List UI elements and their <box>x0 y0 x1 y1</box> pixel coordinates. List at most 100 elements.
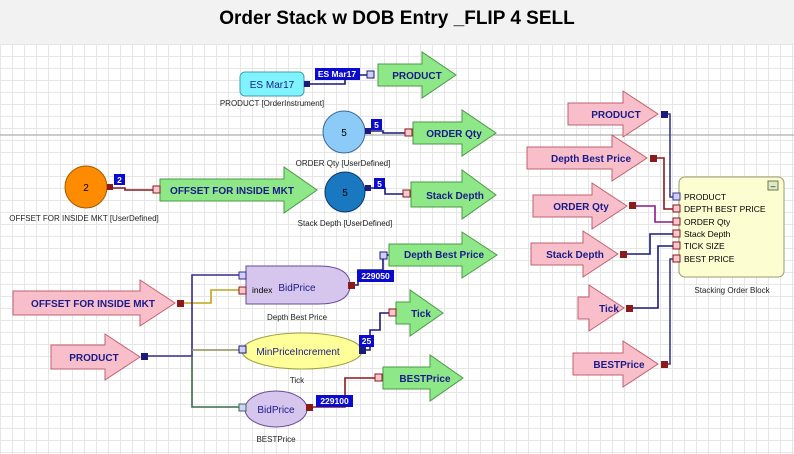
green-arrow-order-qty[interactable]: ORDER Qty <box>412 109 497 157</box>
wire-product-bidprice <box>145 274 242 357</box>
port-order-qty-out[interactable] <box>365 128 371 134</box>
badge-order-qty-text: 5 <box>374 120 379 130</box>
badge-stack-depth <box>374 178 385 189</box>
node-offset[interactable]: 2 OFFSET FOR INSIDE MKT [UserDefined] 2 <box>9 165 161 223</box>
port-product-instrument-out[interactable] <box>304 81 310 87</box>
block-port-label-product: PRODUCT <box>684 192 726 202</box>
green-arrow-tick[interactable]: Tick <box>395 289 444 337</box>
green-arrow-order-qty-label: ORDER Qty <box>426 129 482 140</box>
badge-bidprice-depth-text: 229050 <box>361 271 390 281</box>
block-port-depth-best-price[interactable] <box>672 204 681 213</box>
port-right-tick-out[interactable] <box>626 305 633 312</box>
green-arrow-stack-depth[interactable]: Stack Depth <box>410 169 497 220</box>
block-port-order-qty[interactable] <box>672 217 681 226</box>
pink-arrow-product-left-label: PRODUCT <box>69 353 118 364</box>
port-right-product-out[interactable] <box>661 111 668 118</box>
pink-arrow-left-group: OFFSET FOR INSIDE MKT PRODUCT <box>12 279 176 381</box>
green-arrow-product-label: PRODUCT <box>392 71 441 82</box>
wire-offset-index <box>181 289 242 304</box>
badge-product-instrument <box>315 68 360 80</box>
port-stack-depth-arrow-in[interactable] <box>402 189 411 198</box>
node-product-instrument-label: ES Mar17 <box>250 80 295 91</box>
badge-bidprice-depth <box>357 270 394 282</box>
pink-arrow-right-group: PRODUCT Depth Best Price ORDER Qty Stack… <box>526 90 659 388</box>
block-collapse-glyph: – <box>771 181 776 191</box>
port-tick-arrow-in[interactable] <box>388 308 397 317</box>
green-arrow-bestprice[interactable]: BESTPrice <box>382 354 464 402</box>
block-port-stack-depth[interactable] <box>672 229 681 238</box>
node-bidprice-depth-caption: Depth Best Price <box>267 313 328 322</box>
node-bidprice-best[interactable]: BidPrice BESTPrice 229100 <box>238 373 383 444</box>
port-depth-best-price-arrow-in[interactable] <box>379 251 388 260</box>
green-arrow-stack-depth-label: Stack Depth <box>426 191 484 202</box>
port-offset-arrow-in[interactable] <box>152 185 161 194</box>
pink-arrow-right-order-qty[interactable]: ORDER Qty <box>532 182 628 230</box>
block-port-label-best-price: BEST PRICE <box>684 254 735 264</box>
node-stack-depth[interactable]: 5 Stack Depth [UserDefined] 5 <box>298 171 411 228</box>
port-stack-depth-out[interactable] <box>365 185 371 191</box>
badge-min-price-increment-text: 25 <box>362 336 372 346</box>
node-order-qty-caption: ORDER Qty [UserDefined] <box>296 159 391 168</box>
page-title: Order Stack w DOB Entry _FLIP 4 SELL <box>219 8 575 29</box>
block-port-product[interactable] <box>672 192 681 201</box>
pink-arrow-offset[interactable]: OFFSET FOR INSIDE MKT <box>12 279 176 327</box>
wire-block-depthbest <box>653 157 676 210</box>
pink-arrow-right-product[interactable]: PRODUCT <box>567 90 659 138</box>
badge-product-instrument-text: ES Mar17 <box>318 69 357 79</box>
port-product-pink-out[interactable] <box>141 353 148 360</box>
port-min-price-increment-in[interactable] <box>238 345 247 354</box>
port-bidprice-best-out[interactable] <box>306 404 313 411</box>
port-offset-out[interactable] <box>107 184 113 190</box>
pink-arrow-product-left[interactable]: PRODUCT <box>50 333 141 381</box>
node-min-price-increment-caption: Tick <box>290 376 305 385</box>
port-order-qty-arrow-in[interactable] <box>404 128 413 137</box>
port-bidprice-best-in[interactable] <box>238 403 247 412</box>
block-port-label-tick-size: TICK SIZE <box>684 241 725 251</box>
green-arrow-tick-label: Tick <box>411 309 431 320</box>
node-min-price-increment[interactable]: MinPriceIncrement Tick 25 <box>238 308 397 385</box>
green-arrow-offset[interactable]: OFFSET FOR INSIDE MKT <box>159 166 318 214</box>
badge-stack-depth-text: 5 <box>377 179 382 189</box>
port-right-stack-depth-out[interactable] <box>620 251 627 258</box>
green-arrow-product[interactable]: PRODUCT <box>377 51 457 99</box>
block-port-best-price[interactable] <box>672 254 681 263</box>
node-order-qty-value: 5 <box>341 128 347 139</box>
port-bidprice-depth-out[interactable] <box>348 282 355 289</box>
wire-block-bestprice <box>664 258 676 365</box>
node-offset-caption: OFFSET FOR INSIDE MKT [UserDefined] <box>9 214 159 223</box>
green-arrow-offset-label: OFFSET FOR INSIDE MKT <box>170 186 294 197</box>
node-product-instrument[interactable]: ES Mar17 PRODUCT [OrderInstrument] ES Ma… <box>220 68 375 108</box>
wire-block-ticksize <box>630 245 676 309</box>
port-min-price-increment-out[interactable] <box>359 347 366 354</box>
badge-min-price-increment <box>359 335 374 347</box>
pink-arrow-right-bestprice-label: BESTPrice <box>593 360 645 371</box>
port-right-depth-best-price-out[interactable] <box>650 155 657 162</box>
port-bidprice-depth-in-1[interactable] <box>238 271 247 280</box>
node-bidprice-depth[interactable]: BidPrice index Depth Best Price 229050 <box>238 251 394 322</box>
block-collapse-button[interactable] <box>767 180 779 191</box>
green-arrow-depth-best-price[interactable]: Depth Best Price <box>388 231 498 279</box>
badge-order-qty <box>371 119 382 130</box>
green-arrow-bestprice-label: BESTPrice <box>399 374 451 385</box>
badge-offset-text: 2 <box>117 175 122 185</box>
block-port-tick-size[interactable] <box>672 241 681 250</box>
node-stack-depth-caption: Stack Depth [UserDefined] <box>298 219 393 228</box>
node-order-qty[interactable]: 5 ORDER Qty [UserDefined] 5 <box>296 110 413 168</box>
port-right-order-qty-out[interactable] <box>629 202 636 209</box>
green-arrow-depth-best-price-label: Depth Best Price <box>404 250 484 261</box>
port-bidprice-depth-in-index[interactable] <box>238 286 247 295</box>
title-bar: Order Stack w DOB Entry _FLIP 4 SELL <box>0 0 794 44</box>
port-right-bestprice-out[interactable] <box>661 361 668 368</box>
port-bestprice-arrow-in[interactable] <box>374 373 383 382</box>
pink-arrow-right-depth-best-price[interactable]: Depth Best Price <box>526 134 648 182</box>
port-offset-pink-out[interactable] <box>177 300 184 307</box>
stacking-order-block[interactable]: – PRODUCT DEPTH BEST PRICE ORDER Qty Sta… <box>672 176 785 295</box>
pink-arrow-right-stack-depth[interactable]: Stack Depth <box>530 230 619 278</box>
port-product-arrow-in[interactable] <box>366 70 375 79</box>
wire-product-bestprice <box>191 356 242 408</box>
pink-arrow-right-bestprice[interactable]: BESTPrice <box>572 340 659 388</box>
wire-block-product <box>664 113 676 198</box>
node-min-price-increment-label: MinPriceIncrement <box>256 347 340 358</box>
pink-arrow-right-tick[interactable]: Tick <box>577 284 625 332</box>
